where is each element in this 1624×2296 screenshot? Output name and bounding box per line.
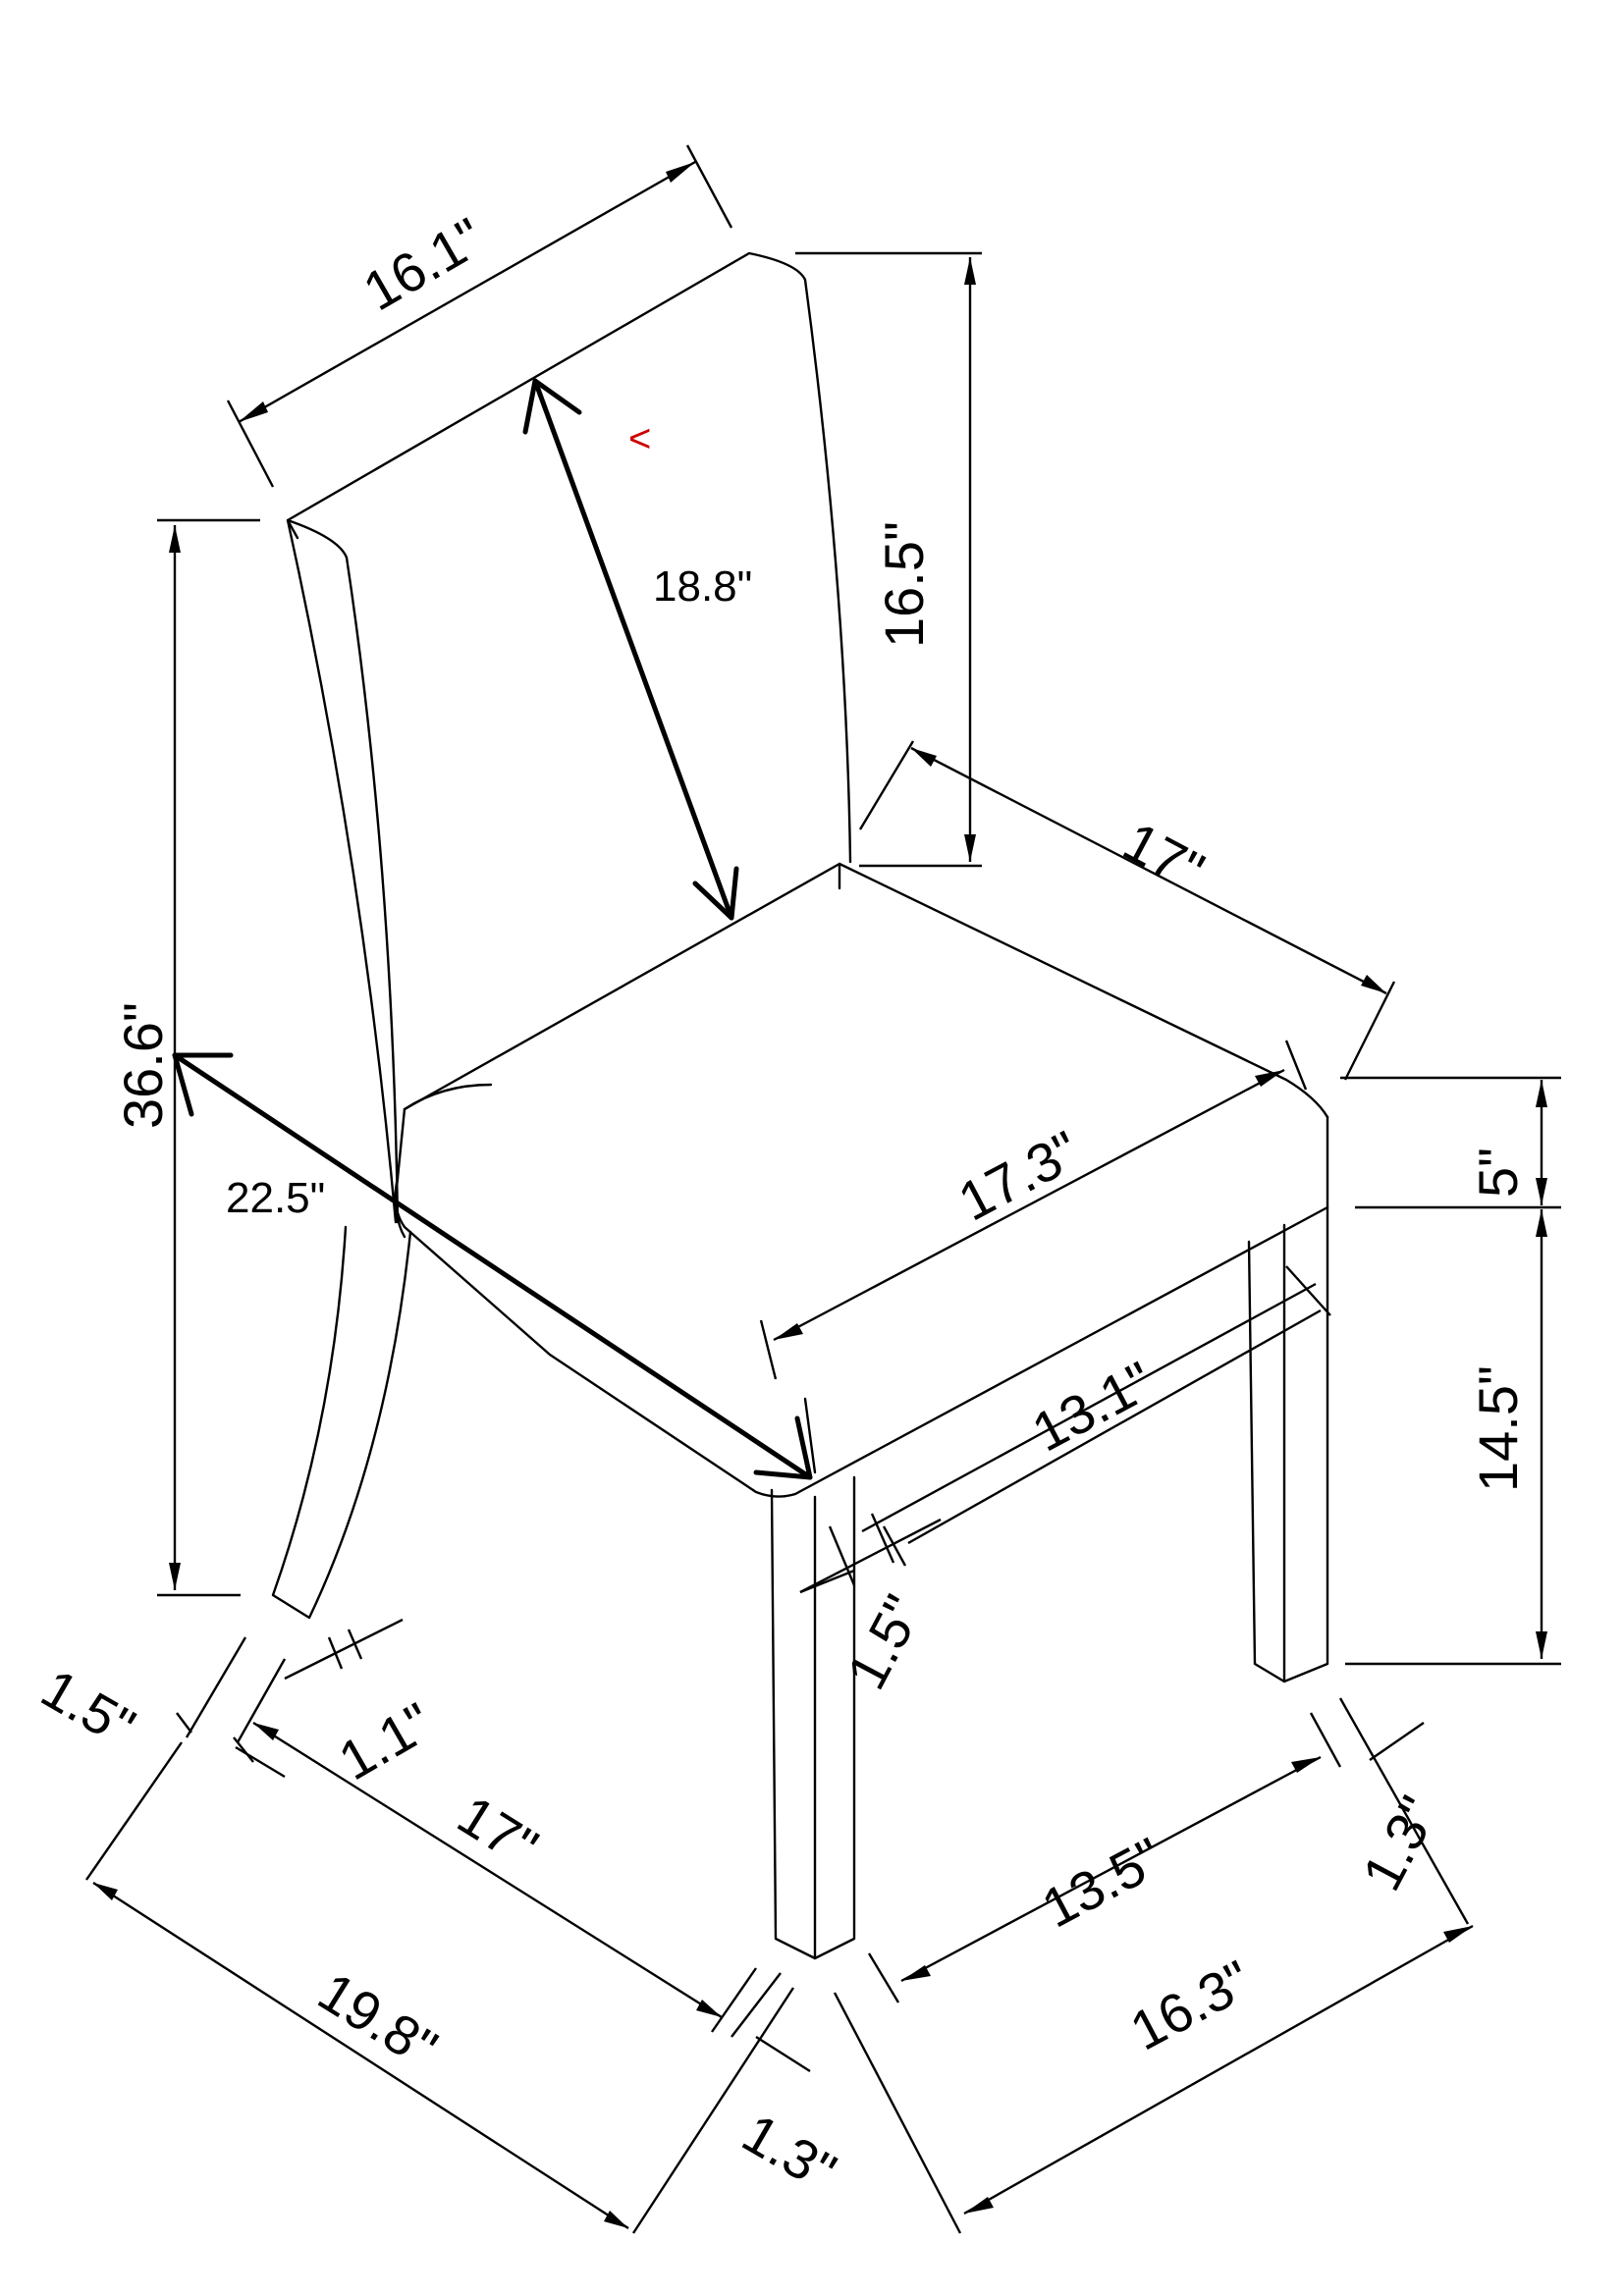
label-back-diagonal: 18.8" — [653, 562, 752, 611]
dimension-labels: 16.1" 16.5" 18.8" 17" 36.6" 22.5" 17.3" … — [31, 205, 1529, 2203]
label-overall-depth: 22.5" — [226, 1174, 325, 1222]
seat-top — [403, 862, 1329, 1119]
label-right-leg-depth: 1.3" — [1350, 1787, 1450, 1900]
front-right-leg — [1247, 1205, 1329, 1683]
label-seat-height: 14.5" — [1467, 1365, 1529, 1492]
dimension-lines — [85, 144, 1561, 2234]
label-front-overall: 16.3" — [1120, 1948, 1261, 2061]
label-side-overall: 19.8" — [308, 1960, 449, 2080]
front-left-leg — [770, 1475, 856, 1960]
red-caret-mark: < — [628, 417, 651, 460]
back-leg — [271, 1225, 412, 1620]
label-back-width: 16.1" — [353, 205, 494, 322]
label-seat-thickness: 5" — [1467, 1148, 1529, 1198]
label-seat-side-depth: 17" — [1113, 810, 1214, 902]
label-back-height: 16.5" — [873, 521, 935, 648]
label-front-leg-width: 1.5" — [835, 1585, 935, 1699]
backrest — [286, 251, 852, 1224]
label-front-leg-depth: 1.3" — [732, 2102, 846, 2203]
label-front-apron: 13.1" — [1022, 1349, 1163, 1463]
label-back-leg-side: 1.5" — [31, 1657, 145, 1758]
label-back-leg-front: 1.1" — [329, 1690, 443, 1791]
seat-front — [394, 1107, 1329, 1498]
label-overall-height: 36.6" — [112, 1002, 174, 1129]
label-side-between-legs: 17" — [448, 1784, 549, 1879]
chair-outline — [271, 251, 1329, 1960]
label-seat-front-width: 17.3" — [948, 1118, 1089, 1232]
label-front-between-legs: 13.5" — [1032, 1825, 1172, 1939]
